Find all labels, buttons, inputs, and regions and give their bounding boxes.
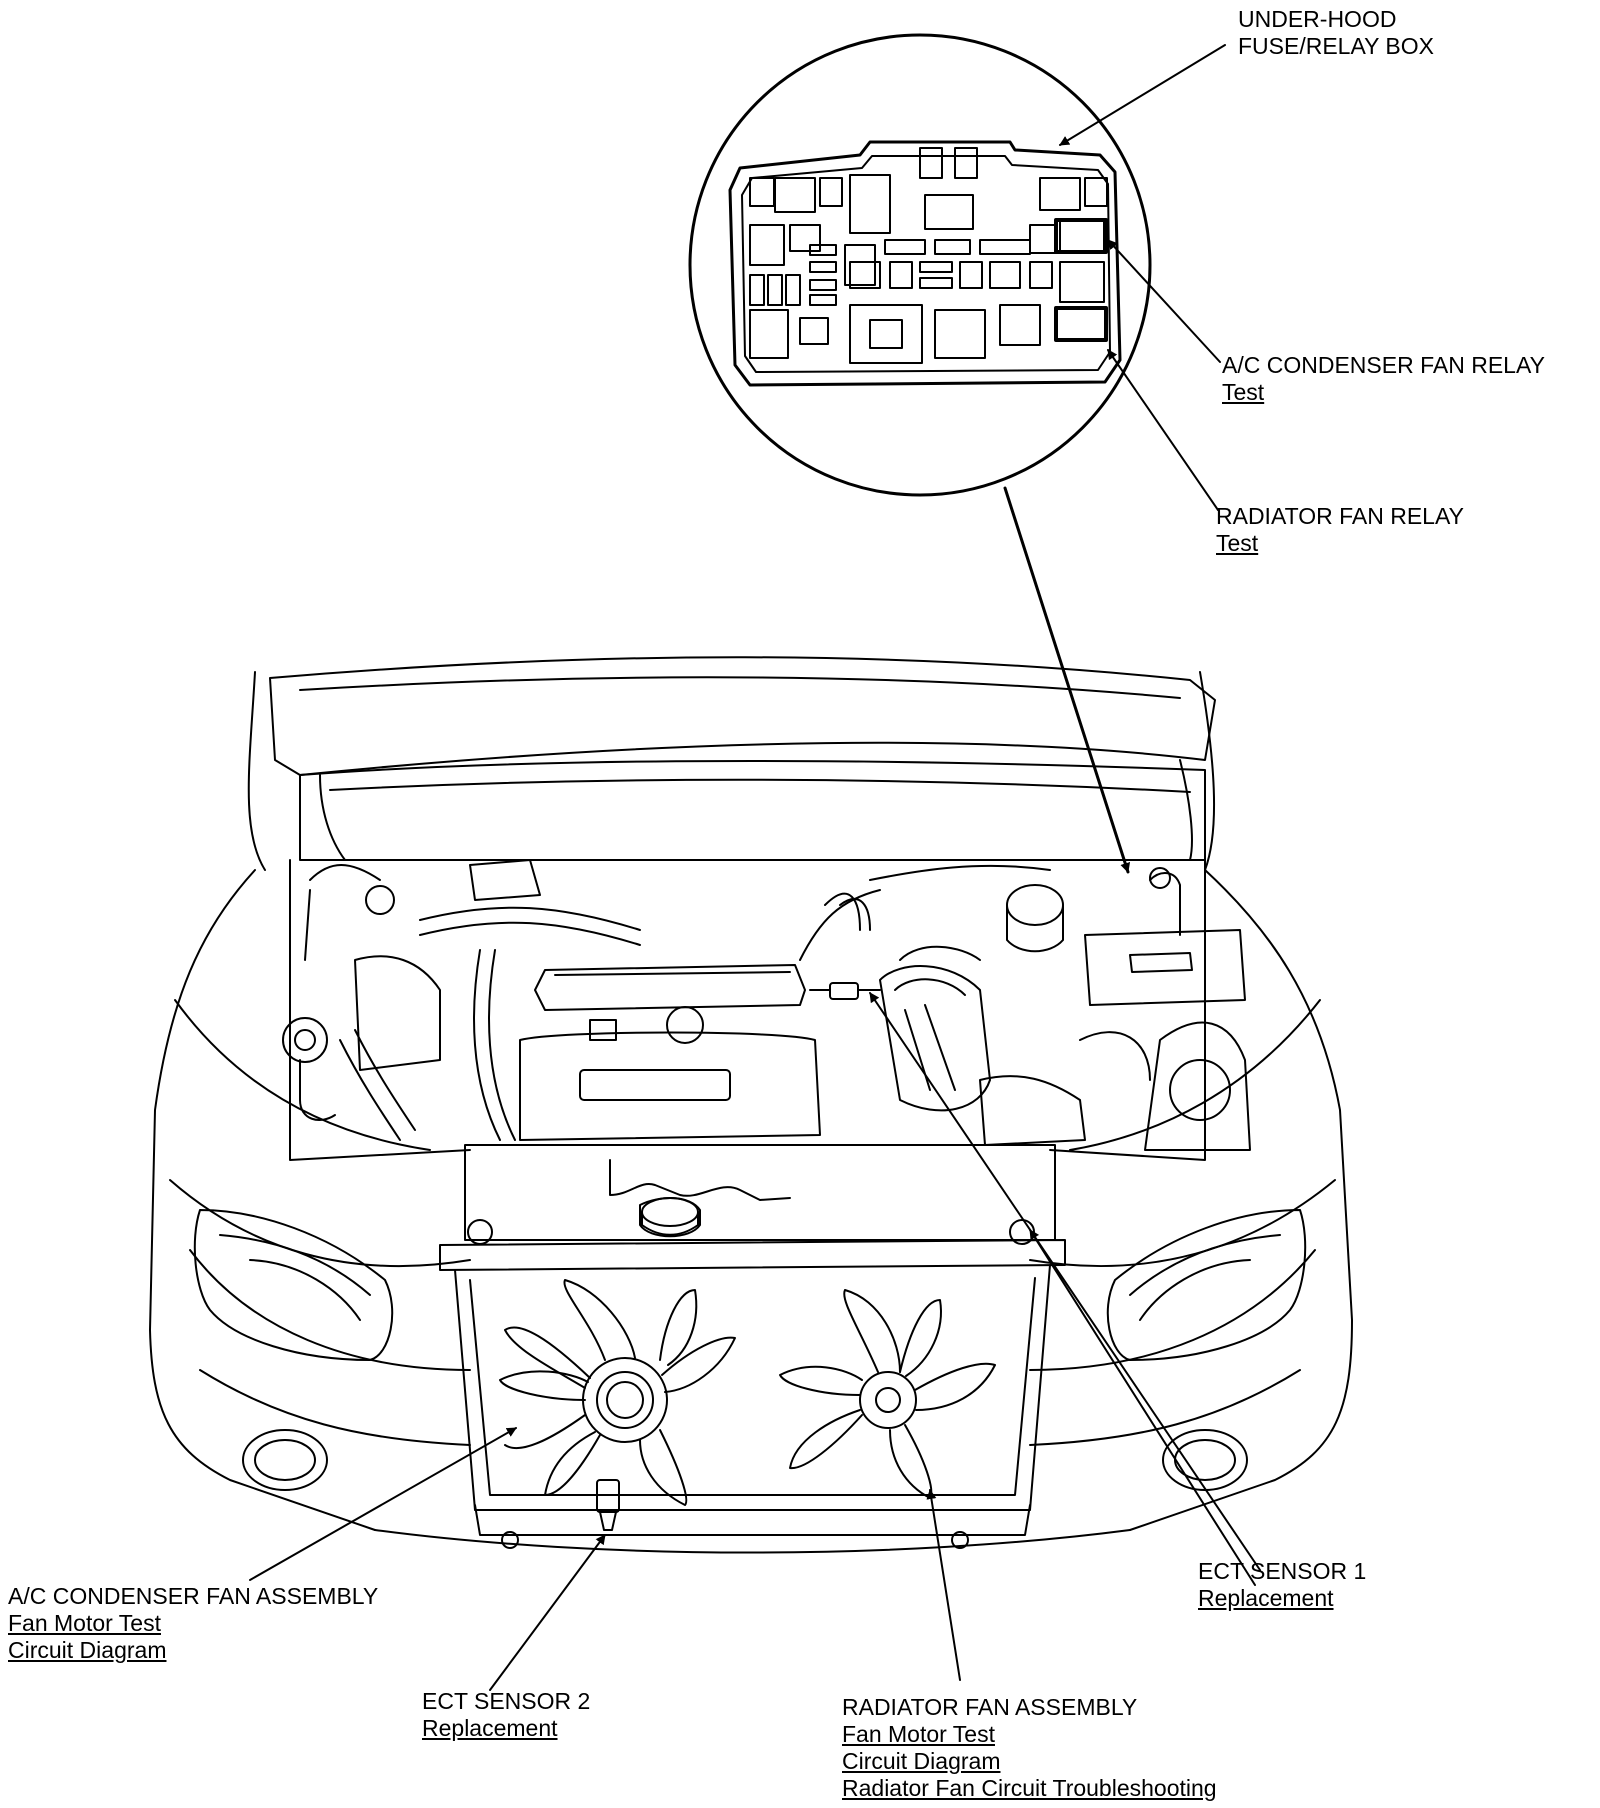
ac-condenser-fan-assembly-label: A/C CONDENSER FAN ASSEMBLY Fan Motor Tes… [8,1583,378,1664]
left-headlight [193,1209,394,1361]
ac-condenser-fan-relay-test-link[interactable]: Test [1222,379,1265,405]
fuse-box-label-line-1: UNDER-HOOD [1238,6,1397,32]
leader-lines [249,44,1261,1691]
radiator-fan-assembly-label: RADIATOR FAN ASSEMBLY Fan Motor Test Cir… [842,1694,1217,1802]
ect-sensor-2-label: ECT SENSOR 2 Replacement [422,1688,590,1742]
radiator-fan-assembly-title: RADIATOR FAN ASSEMBLY [842,1694,1138,1720]
fuse-relay-box-label: UNDER-HOOD FUSE/RELAY BOX [1238,6,1434,60]
radiator-cap [641,1197,699,1236]
radiator-fan-relay-test-link[interactable]: Test [1216,530,1259,556]
ac-condenser-fan-assembly-title: A/C CONDENSER FAN ASSEMBLY [8,1583,379,1609]
radiator-fan [779,1289,996,1499]
radiator-fan-motor-test-link[interactable]: Fan Motor Test [842,1721,995,1747]
radiator-fan-circuit-diagram-link[interactable]: Circuit Diagram [842,1748,1001,1774]
ect-sensor-1-title: ECT SENSOR 1 [1198,1558,1367,1584]
ac-fan-motor-test-link[interactable]: Fan Motor Test [8,1610,161,1636]
fuse-relay-box-inset [688,33,1152,497]
ect-sensor-2 [596,1479,620,1531]
ac-fan-circuit-diagram-link[interactable]: Circuit Diagram [8,1637,167,1663]
right-headlight [1106,1209,1307,1361]
ect-sensor-2-title: ECT SENSOR 2 [422,1688,591,1714]
radiator-fan-relay-title: RADIATOR FAN RELAY [1216,503,1464,529]
fuse-box-label-line-2: FUSE/RELAY BOX [1238,33,1434,59]
radiator [439,1144,1066,1549]
ect-sensor-2-replacement-link[interactable]: Replacement [422,1715,558,1741]
ect-sensor-1-replacement-link[interactable]: Replacement [1198,1585,1334,1611]
radiator-fan-relay-mark [1054,306,1108,342]
radiator-fan-troubleshooting-link[interactable]: Radiator Fan Circuit Troubleshooting [842,1775,1217,1801]
radiator-fan-relay-label: RADIATOR FAN RELAY Test [1216,503,1464,557]
ect-sensor-1-label: ECT SENSOR 1 Replacement [1198,1558,1366,1612]
car-body [149,869,1353,1554]
hood [247,656,1216,871]
ac-condenser-fan [499,1279,736,1506]
ac-condenser-fan-relay-title: A/C CONDENSER FAN RELAY [1222,352,1545,378]
ac-condenser-fan-relay-label: A/C CONDENSER FAN RELAY Test [1222,352,1545,406]
engine-compartment [282,859,1251,1161]
ac-condenser-fan-relay-mark [1054,218,1108,254]
